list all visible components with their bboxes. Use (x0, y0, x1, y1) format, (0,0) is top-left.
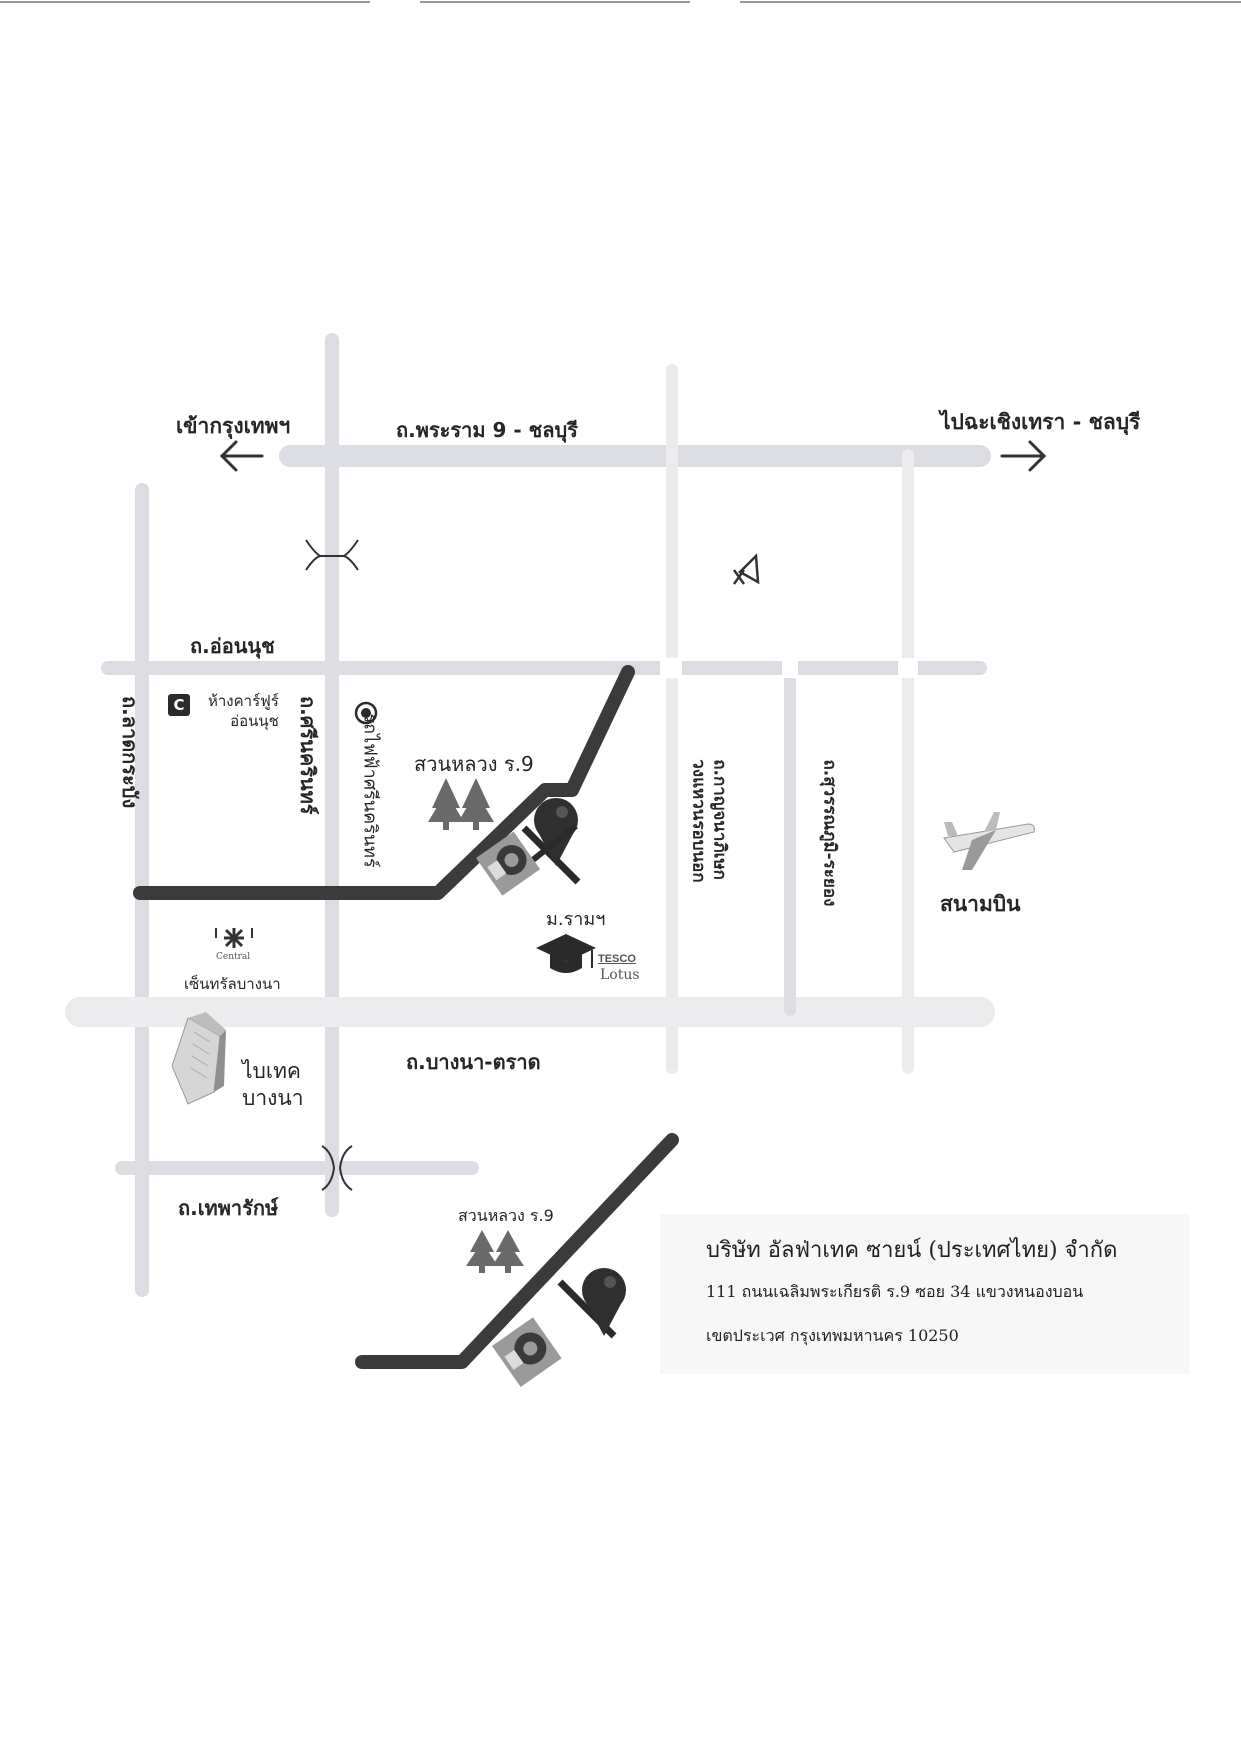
tree-icon (428, 778, 494, 830)
central-brand-label: Central (216, 952, 251, 962)
light-roads (65, 333, 995, 1297)
on-nut-road-label: ถ.อ่อนนุช (190, 634, 275, 658)
on-nut-gaps (660, 658, 918, 678)
to-bangkok-label: เข้ากรุงเทพฯ (176, 414, 291, 438)
tesco-bottom-label: Lotus (600, 967, 640, 983)
company-address-line1: 111 ถนนเฉลิมพระเกียรติ ร.9 ซอย 34 แขวงหน… (706, 1282, 1084, 1301)
address-panel (660, 1214, 1190, 1374)
tesco-top-label: TESCO (598, 953, 636, 965)
location-pin-icon-inset (557, 1268, 626, 1339)
rama9-chonburi-label: ถ.พระราม 9 - ชลบุรี (396, 418, 578, 442)
company-logo-icon (476, 831, 541, 896)
bangna-trat-road-label: ถ.บางนา-ตราด (406, 1050, 541, 1074)
central-logo-icon (215, 928, 253, 948)
bitec-label: ไบเทค บางนา (242, 1059, 304, 1111)
route-inset (355, 1133, 679, 1369)
lat-krabang-road-label: ถ.ลาดกระบัง (118, 696, 142, 809)
bridge-marker-bottom (321, 1145, 353, 1191)
srinakarin-road-label: ถ.ศรีนครินทร์ (296, 696, 320, 815)
kanchanaphisek-label: ถ.กาญจนาภิเษก วงแหวนรอบนอก (688, 759, 730, 883)
suan-luang-label: สวนหลวง ร.9 (414, 752, 534, 776)
carrefour-label: ห้างคาร์ฟูร์ อ่อนนุช (208, 692, 279, 730)
airport-label: สนามบิน (940, 892, 1021, 916)
thepharak-road-label: ถ.เทพารักษ์ (178, 1196, 279, 1220)
to-chachoengsao-label: ไปฉะเชิงเทรา - ชลบุรี (940, 410, 1141, 434)
train-line-label: รถไฟฟ้าศรีนครินทร์ (359, 713, 381, 868)
company-logo-icon-inset (492, 1317, 562, 1387)
tree-icon-inset (466, 1230, 524, 1273)
ramkhamhaeng-label: ม.รามฯ (546, 909, 606, 930)
carrefour-badge: C (168, 694, 190, 716)
arrow-right-icon (1000, 440, 1047, 472)
building-icon (171, 1012, 226, 1105)
station-target-icon (354, 701, 378, 725)
suvarnabhumi-road-label: ถ.สุวรรณภูมิ-ระยอง (819, 759, 840, 907)
company-name: บริษัท อัลฟ่าเทค ซายน์ (ประเทศไทย) จำกัด (706, 1238, 1118, 1263)
route-main (133, 665, 635, 900)
arrow-left-icon (219, 440, 264, 472)
bridge-marker-top (305, 539, 359, 571)
central-bangna-label: เซ็นทรัลบางนา (184, 975, 281, 993)
suan-luang-inset-label: สวนหลวง ร.9 (458, 1206, 554, 1225)
company-address-line2: เขตประเวศ กรุงเทพมหานคร 10250 (706, 1326, 959, 1345)
graduation-cap-icon (536, 934, 596, 973)
north-arrow-icon (732, 553, 760, 585)
airplane-icon (943, 812, 1035, 870)
